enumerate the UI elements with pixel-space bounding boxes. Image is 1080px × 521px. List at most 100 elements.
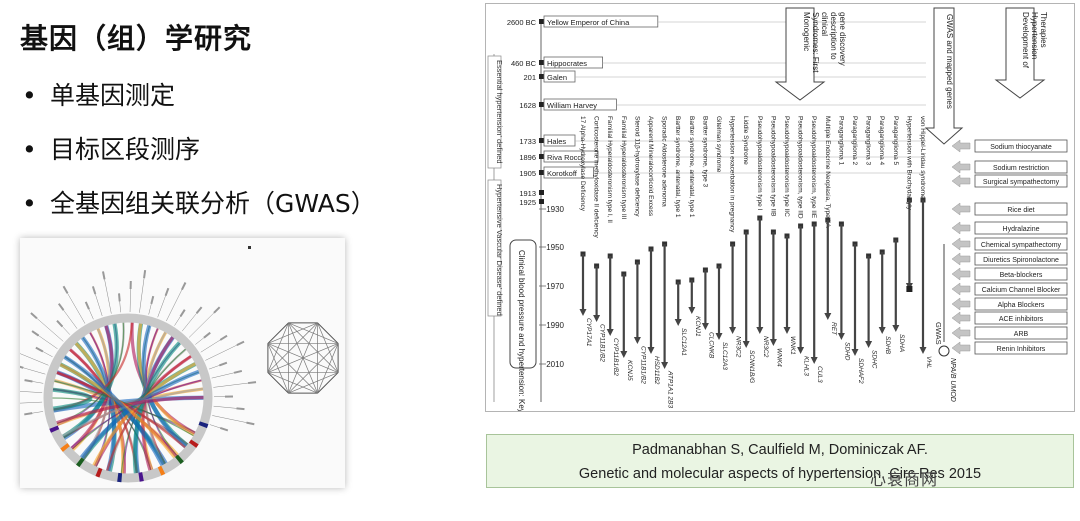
bullet-text: 单基因测定 [50, 81, 176, 110]
syndrome-arrowhead [851, 349, 859, 356]
therapy-arrow [951, 341, 971, 355]
syndrome-name: Gitelman syndrome [715, 116, 722, 173]
event-label-box [543, 15, 659, 28]
therapy-arrow [951, 297, 971, 311]
chord-spoke [188, 310, 217, 338]
therapy-label: Hydralazine [1003, 226, 1040, 233]
syndrome-arrowhead [701, 323, 709, 330]
chord-spoke-label [246, 421, 255, 426]
syndrome-name: Bartter syndrome, type 3 [701, 116, 708, 188]
syndrome-name: Paraganglioma 4 [878, 116, 885, 166]
chord-spoke [205, 343, 240, 361]
header-text-line: Syndromes: First [811, 12, 820, 73]
syndrome-gene: CYP11B1/B2 [639, 346, 646, 384]
citation-box: Padmanabhan S, Caulfield M, Dominiczak A… [486, 434, 1074, 488]
octagon-network [267, 322, 339, 394]
chord-ribbon [52, 387, 93, 411]
chord-spoke-label [247, 381, 257, 385]
therapy-arrow [951, 267, 971, 281]
chord-spoke [200, 338, 223, 353]
gwas-gene: NPA/B UMOD [949, 358, 956, 402]
chord-ring-segment [198, 421, 209, 429]
event-marker [539, 170, 544, 175]
syndrome-gene: WNK4 [775, 348, 782, 367]
therapy-label: Chemical sympathectomy [981, 242, 1062, 249]
syndrome-gene: NR3C2 [735, 336, 742, 358]
event-year: 1905 [519, 169, 536, 178]
hypertension-timeline-figure: Essential hypertension' defined Hyperten… [485, 3, 1075, 412]
header-arrow-gwas: GWAS and mapped genes [924, 7, 964, 145]
therapy-arrow [951, 282, 971, 296]
event-year: 1925 [519, 198, 536, 207]
chord-spoke [139, 275, 145, 313]
syndrome-arrowhead [729, 327, 737, 334]
bullet-glyph: • [22, 135, 37, 164]
chord-spoke-label [84, 301, 90, 310]
network-edge [267, 322, 289, 373]
event-year: 1913 [519, 189, 536, 198]
syndrome-gene: SDHC [871, 350, 878, 369]
therapy-arrow [951, 237, 971, 251]
syndrome-arrowhead [878, 327, 886, 334]
chord-spoke-label [24, 379, 33, 383]
syndrome-arrowhead [824, 313, 832, 320]
header-text-line: description to [829, 12, 838, 60]
chord-ring-segment [60, 443, 70, 452]
therapy-arrow [951, 160, 971, 174]
therapy-box [974, 202, 1068, 216]
syndrome-name: Bartter syndrome, antenatal, type 1 [674, 116, 681, 218]
event-label: Galen [547, 73, 567, 82]
therapy-box [974, 311, 1068, 325]
syndrome-arrowhead [620, 351, 628, 358]
event-label-box [543, 134, 576, 147]
syndrome-name: Liddle Syndrome [742, 116, 749, 165]
syndrome-name: Paraganglioma 3 [865, 116, 872, 166]
svg-text:Development ofHypertensionTher: Development ofHypertensionTherapies [1021, 12, 1048, 69]
therapy-box [974, 341, 1068, 355]
therapy-box [974, 139, 1068, 153]
event-marker [539, 199, 544, 204]
chord-spoke [213, 382, 252, 388]
chord-spoke [94, 291, 103, 317]
syndrome-name: 17 Alpha-Hydroxylase Deficiency [579, 116, 586, 212]
syndrome-gene: SDHAF2 [857, 358, 864, 384]
gwas-label: GWAS [934, 322, 943, 345]
event-marker [539, 102, 544, 107]
header-text-line: Therapies [1039, 12, 1048, 48]
network-edge [288, 322, 339, 373]
event-year: 1896 [519, 153, 536, 162]
event-label: Hippocrates [547, 59, 587, 68]
chord-ring-segment [76, 457, 85, 468]
syndrome-gene: KCNJ5 [626, 360, 633, 381]
milestone-text: Clinical blood pressure and hypertension… [517, 250, 526, 411]
network-edge [267, 343, 339, 373]
chord-marker [248, 246, 251, 249]
bullet-text: 目标区段测序 [50, 135, 201, 164]
therapy-arrow [951, 326, 971, 340]
chord-ring-segment [188, 439, 199, 448]
syndrome-gene: SDHB [884, 336, 891, 355]
event-marker [539, 19, 544, 24]
syndrome-gene: SLC12A3 [721, 342, 728, 370]
therapy-arrow [951, 221, 971, 235]
syndrome-arrowhead [606, 329, 614, 336]
citation-line2: Genetic and molecular aspects of hyperte… [578, 466, 982, 482]
header-arrow-therapies: Development ofHypertensionTherapies [994, 7, 1048, 99]
chord-ribbon [120, 348, 187, 474]
chord-spoke [213, 405, 240, 409]
syndrome-name: Bartter syndrome, antenatal, type 1 [688, 116, 695, 218]
syndrome-gene: SLC12A1 [680, 328, 687, 356]
syndrome-arrowhead [783, 327, 791, 334]
header-arrow-monogenic: MonogenicSyndromes: Firstclinicaldescrip… [774, 7, 847, 101]
syndrome-arrowhead [688, 307, 696, 314]
watermark-text: 心衰商网 [870, 470, 939, 489]
chord-ring-segment [175, 454, 184, 465]
event-marker [539, 74, 544, 79]
chord-ribbons [51, 322, 205, 474]
chord-spoke [20, 401, 43, 404]
therapy-arrow [951, 139, 971, 153]
chord-spoke [61, 307, 78, 329]
chord-spoke-label [20, 364, 24, 369]
